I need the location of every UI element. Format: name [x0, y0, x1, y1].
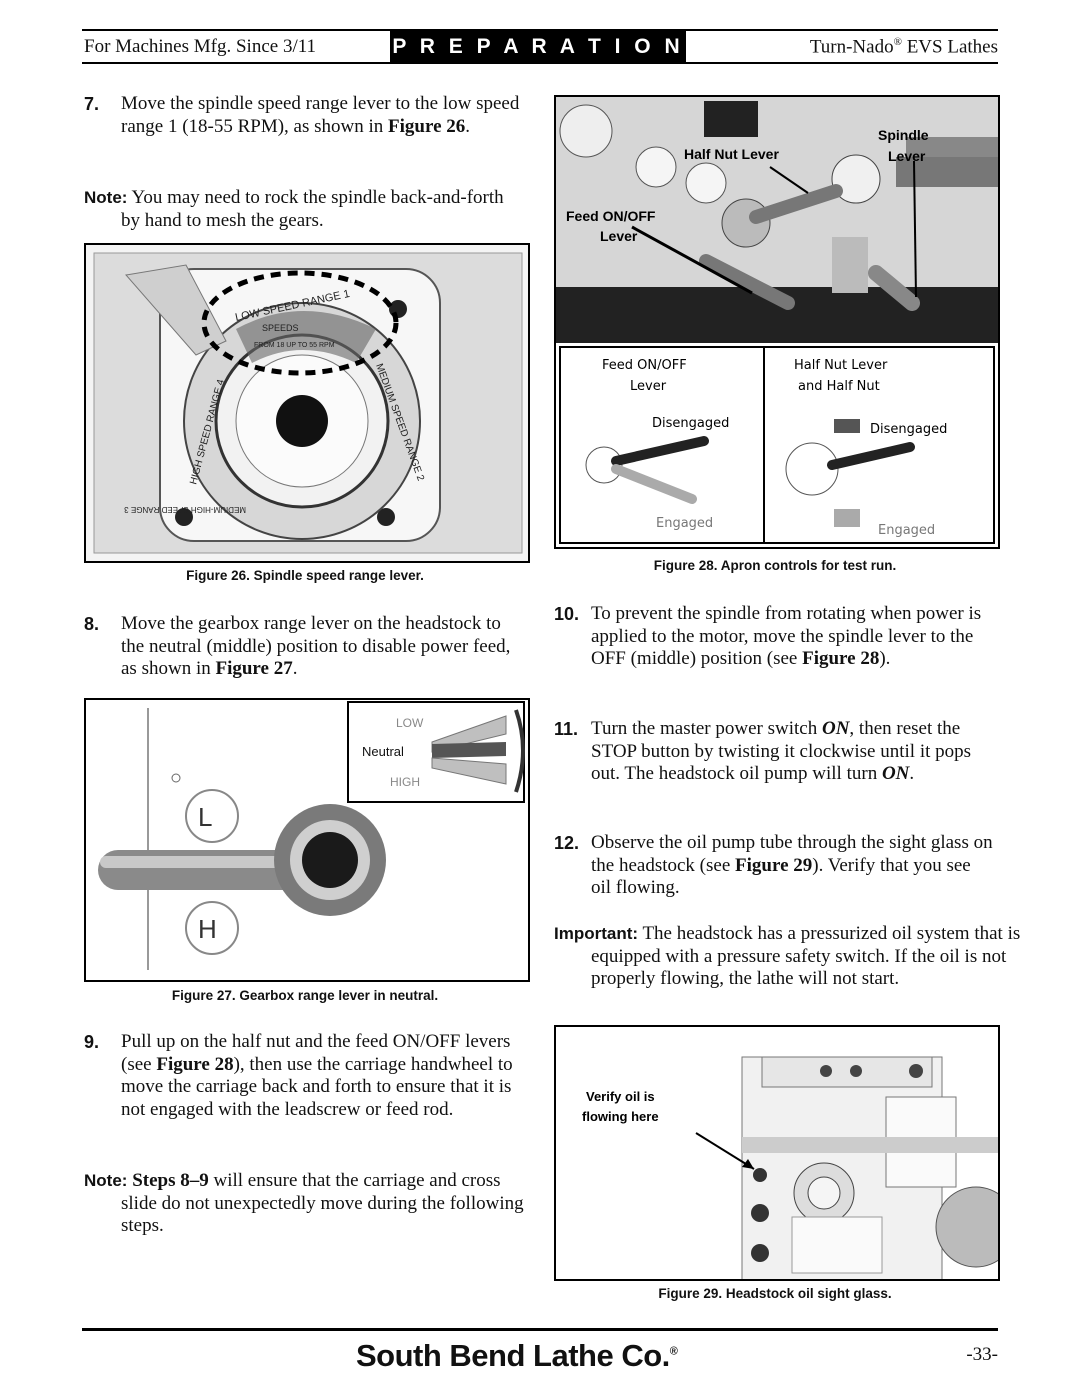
headstock-illustration: Verify oil is flowing here [556, 1027, 998, 1279]
engaged-label-right: Engaged [878, 523, 935, 538]
callout-line-1: Verify oil is [586, 1089, 655, 1104]
figure-29-caption: Figure 29. Headstock oil sight glass. [658, 1286, 892, 1301]
apron-controls-illustration: Spindle Lever Half Nut Lever Feed ON/OFF… [556, 97, 998, 544]
step-12: 12. Observe the oil pump tube through th… [554, 832, 993, 898]
step-11: 11. Turn the master power switch ON, the… [554, 718, 972, 784]
letter-l: L [198, 802, 212, 832]
figure-27: L H LOW Neutral HIGH [84, 698, 530, 982]
high-label: HIGH [390, 775, 420, 789]
dial-mh-label: MEDIUM-HIGH SPEED RANGE 3 [124, 505, 246, 514]
neutral-label: Neutral [362, 744, 404, 759]
section-banner: P R E P A R A T I O N [390, 30, 686, 64]
callout-line-2: flowing here [582, 1109, 659, 1124]
spindle-speed-dial-illustration: LOW SPEED RANGE 1 SPEEDS FROM 18 UP TO 5… [86, 245, 528, 561]
panel-left-title-2: Lever [630, 379, 667, 394]
note-rock-spindle: Note: You may need to rock the spindle b… [84, 187, 504, 231]
figure-26: LOW SPEED RANGE 1 SPEEDS FROM 18 UP TO 5… [84, 243, 530, 563]
figure-26-caption: Figure 26. Spindle speed range lever. [186, 568, 424, 583]
note-steps-8-9: Note: Steps 8–9 will ensure that the car… [84, 1170, 524, 1236]
figure-29: Verify oil is flowing here [554, 1025, 1000, 1281]
step-9: 9. Pull up on the half nut and the feed … [84, 1031, 513, 1120]
gearbox-lever-illustration: L H LOW Neutral HIGH [86, 700, 528, 980]
disengaged-label-right: Disengaged [870, 422, 947, 437]
header-right: Turn-Nado® EVS Lathes [809, 36, 998, 58]
figure-28: Spindle Lever Half Nut Lever Feed ON/OFF… [554, 95, 1000, 549]
panel-right-title-1: Half Nut Lever [794, 358, 888, 373]
step-8: 8. Move the gearbox range lever on the h… [84, 613, 511, 679]
header-rule-bottom [82, 62, 998, 64]
half-nut-lever-label: Half Nut Lever [684, 146, 779, 162]
footer-brand: South Bend Lathe Co.® [356, 1338, 678, 1373]
important-note: Important: The headstock has a pressuriz… [554, 923, 1021, 989]
spindle-lever-label-2: Lever [888, 148, 926, 164]
figure-28-caption: Figure 28. Apron controls for test run. [653, 558, 897, 573]
feed-lever-label-1: Feed ON/OFF [566, 208, 656, 224]
low-label: LOW [396, 716, 424, 730]
figure-27-caption: Figure 27. Gearbox range lever in neutra… [171, 988, 439, 1003]
footer-rule [82, 1328, 998, 1331]
letter-h: H [198, 914, 217, 944]
panel-left-title-1: Feed ON/OFF [602, 358, 687, 373]
step-7: 7. Move the spindle speed range lever to… [84, 93, 520, 137]
step-10: 10. To prevent the spindle from rotating… [554, 603, 982, 669]
dial-from-label: FROM 18 UP TO 55 RPM [254, 342, 335, 349]
panel-right-title-2: and Half Nut [798, 379, 880, 394]
engaged-label-left: Engaged [656, 516, 713, 531]
page-number: -33- [966, 1344, 998, 1365]
dial-speeds-label: SPEEDS [262, 323, 299, 333]
header-left: For Machines Mfg. Since 3/11 [84, 36, 317, 57]
spindle-lever-label-1: Spindle [878, 127, 929, 143]
feed-lever-label-2: Lever [600, 228, 638, 244]
disengaged-label-left: Disengaged [652, 416, 729, 431]
